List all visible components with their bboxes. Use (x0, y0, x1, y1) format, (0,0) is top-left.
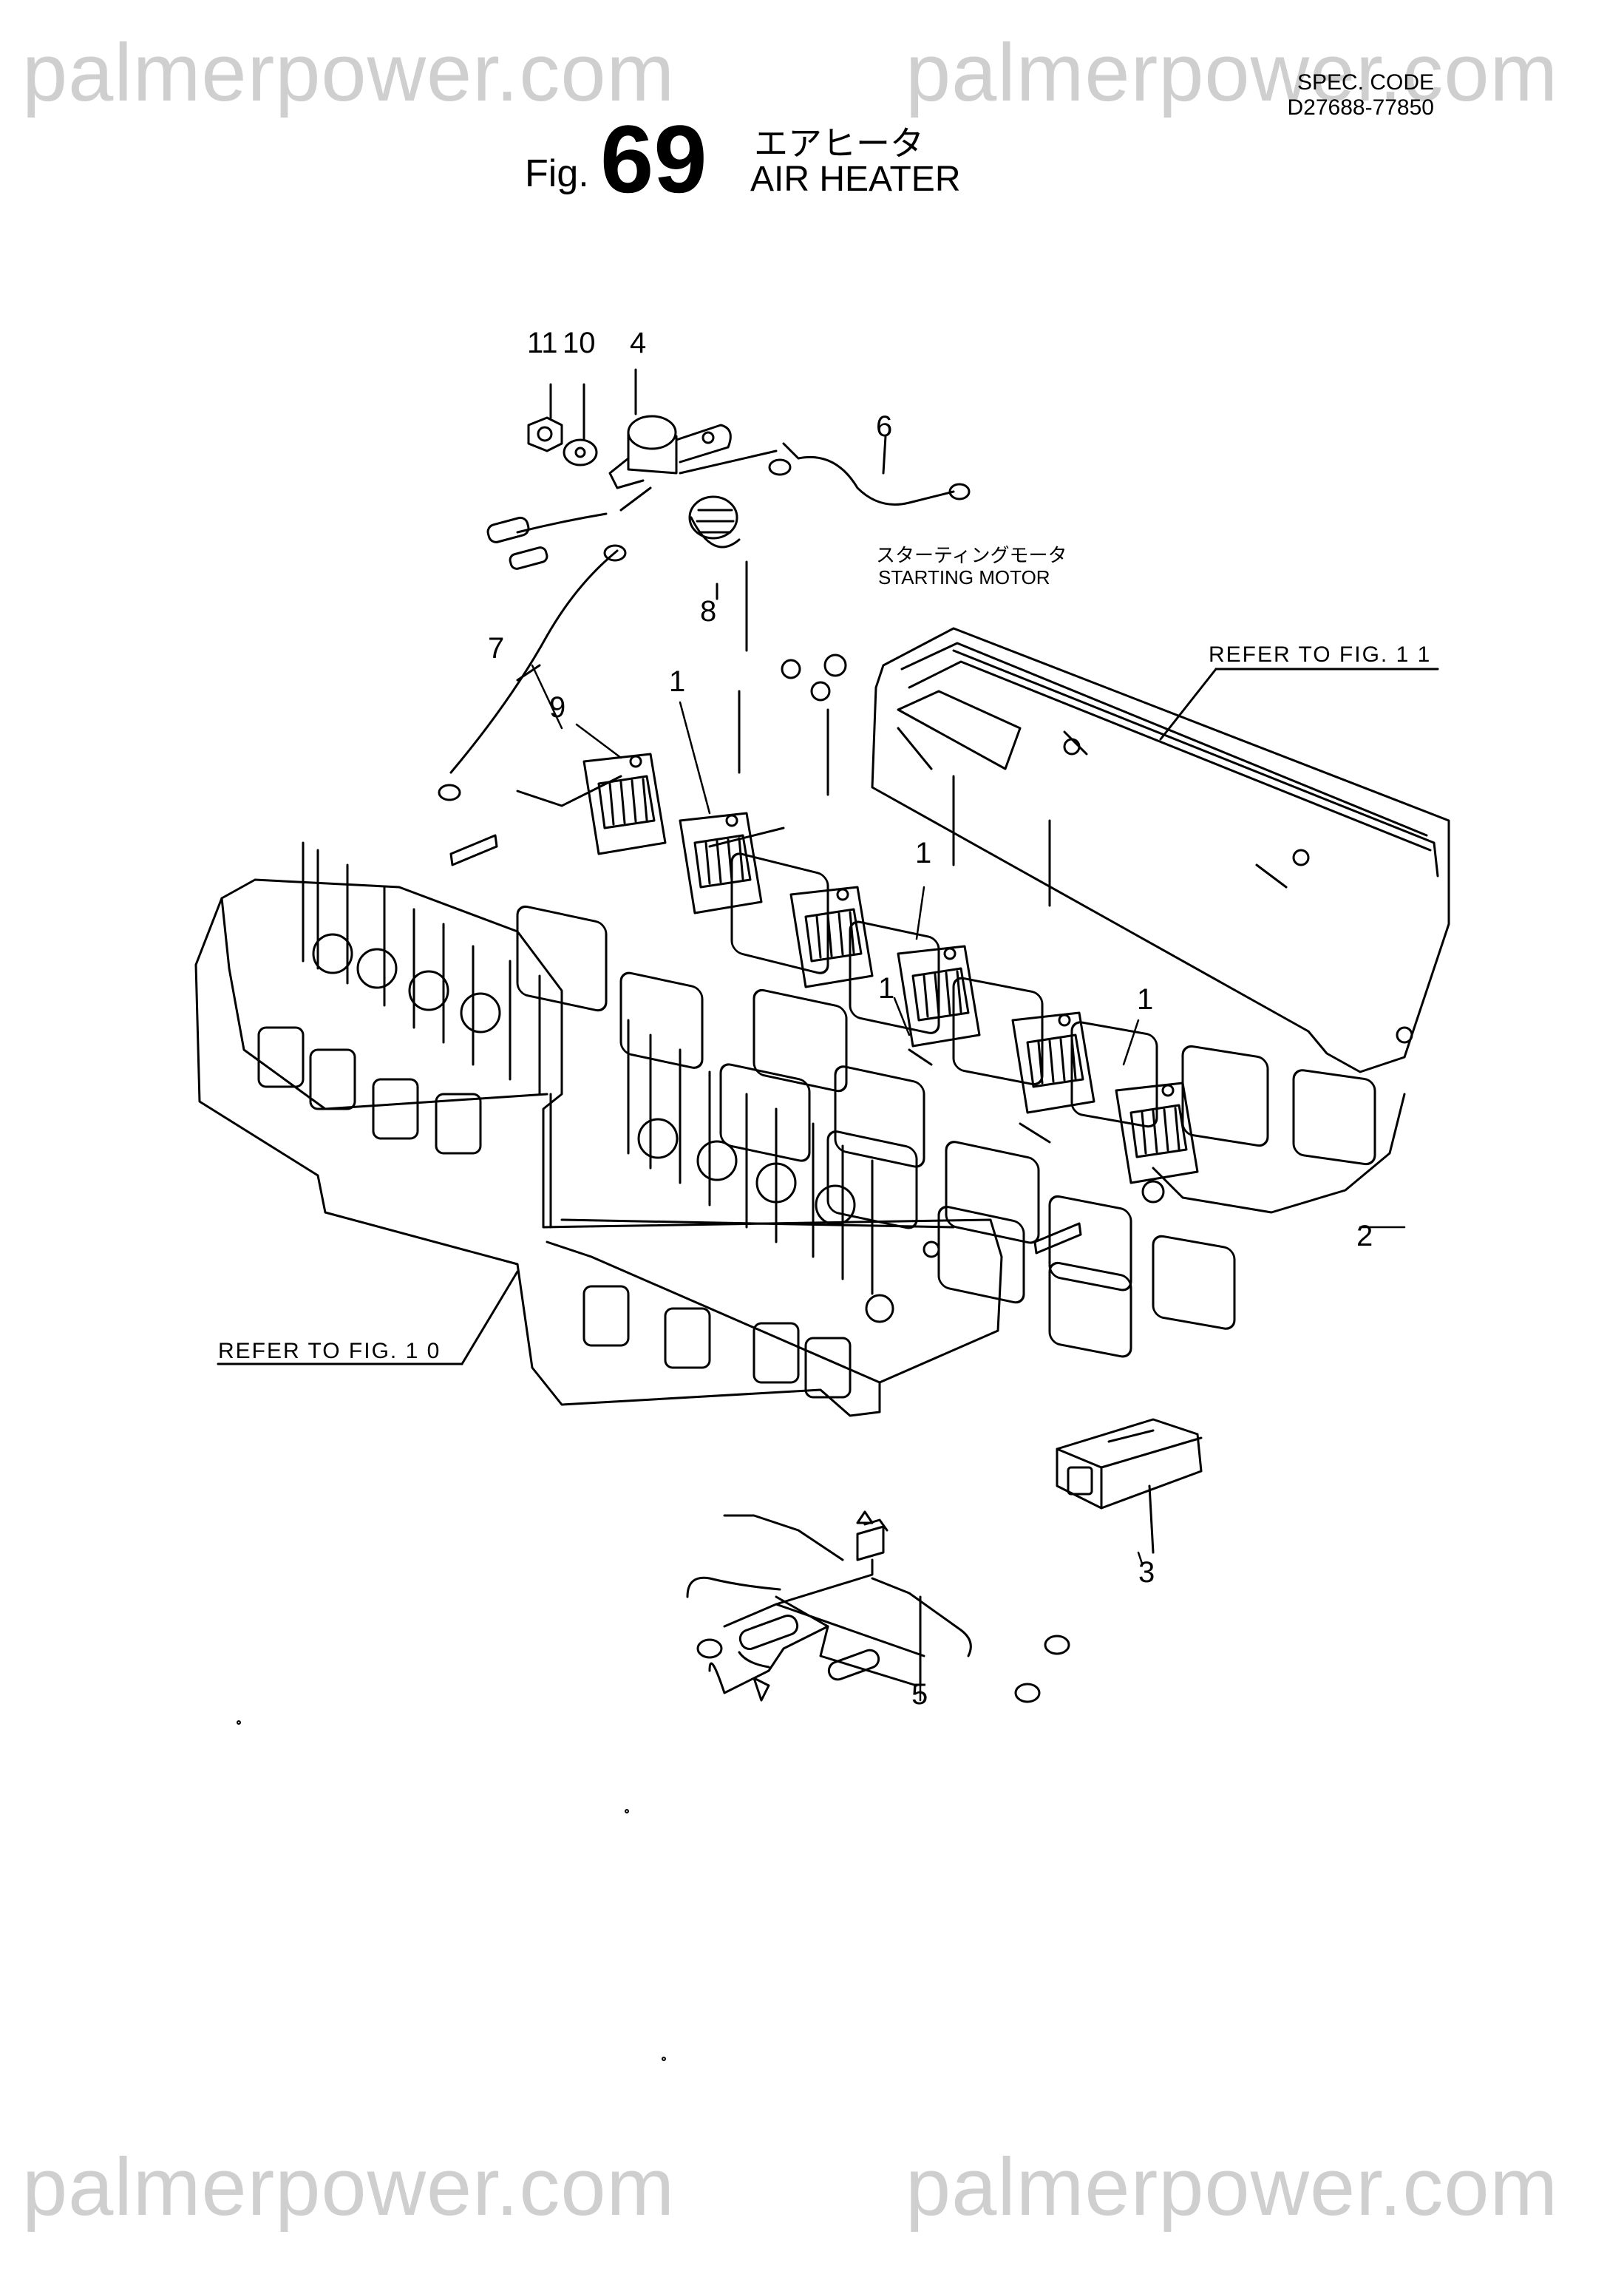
callout-11: 11 (527, 327, 558, 359)
callout-leaders (531, 664, 1406, 1702)
heater-element (582, 753, 667, 855)
heater-element (1115, 1082, 1199, 1184)
refer-fig10-leader (217, 1270, 519, 1365)
heater-wiring-2 (516, 775, 1406, 1214)
figure-number: 69 (600, 105, 707, 213)
heater-elements (582, 753, 1199, 1184)
callout-10: 10 (563, 327, 596, 359)
controller-part-3 (1056, 1418, 1203, 1554)
callout-4: 4 (630, 327, 646, 359)
starting-motor-jp: スターティングモータ (876, 544, 1067, 566)
starting-motor-en: STARTING MOTOR (878, 566, 1050, 588)
refer-fig11-leader (1159, 668, 1439, 741)
heater-element (897, 945, 981, 1048)
figure-title-english: AIR HEATER (750, 160, 961, 199)
callout-8: 8 (700, 595, 716, 628)
watermark-top-left: palmerpower.com (22, 27, 676, 118)
relay-part-4 (608, 415, 732, 489)
callout-1-d: 1 (1137, 983, 1153, 1016)
stray-dots (237, 1720, 666, 2061)
spec-code-value: D27688-77850 (1287, 95, 1434, 120)
terminal-part-8 (688, 495, 741, 549)
figure-prefix: Fig. (525, 152, 589, 195)
leader-lines-top (549, 368, 778, 652)
callout-3: 3 (1138, 1556, 1155, 1589)
watermark-bottom-right: palmerpower.com (906, 2142, 1559, 2233)
washer-part-10 (563, 438, 598, 466)
heater-gaskets (516, 905, 1236, 1358)
callout-9: 9 (549, 691, 565, 724)
figure-title-japanese: エアヒータ (754, 124, 924, 163)
watermark-bottom-left: palmerpower.com (22, 2142, 676, 2233)
callout-7: 7 (488, 632, 504, 665)
spec-code-block: SPEC. CODE D27688-77850 (1257, 70, 1434, 121)
harness-part-5 (686, 1510, 1070, 1703)
refer-to-fig11: REFER TO FIG. 1 1 (1209, 642, 1431, 667)
callout-5: 5 (911, 1678, 928, 1711)
watermark-top-right: palmerpower.com (906, 27, 1559, 118)
spec-code-label: SPEC. CODE (1297, 70, 1434, 95)
intake-manifold (730, 627, 1450, 1166)
callout-6: 6 (876, 410, 892, 443)
callout-1-a: 1 (669, 665, 685, 698)
callout-2: 2 (1356, 1220, 1373, 1252)
heater-element (1011, 1011, 1095, 1114)
callout-1-c: 1 (878, 972, 894, 1005)
cylinder-heads (194, 841, 1003, 1417)
cable-part-6 (768, 435, 971, 506)
studs (449, 834, 1082, 1255)
heater-element (789, 886, 874, 988)
cable-part-7 (438, 486, 652, 801)
heater-element (679, 812, 763, 914)
nut-part-11 (527, 416, 563, 452)
refer-to-fig10: REFER TO FIG. 1 0 (218, 1339, 441, 1363)
callout-1-b: 1 (915, 837, 931, 869)
